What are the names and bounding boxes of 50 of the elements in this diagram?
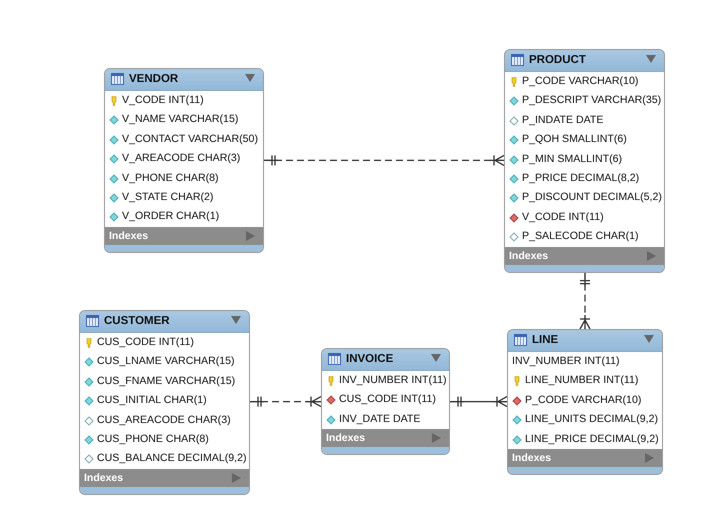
column-definition: P_DESCRIPT VARCHAR(35) <box>522 94 662 106</box>
entity-table <box>104 68 264 253</box>
indexes-label: Indexes <box>326 432 366 444</box>
table-name: VENDOR <box>129 73 178 85</box>
column-definition: P_CODE VARCHAR(10) <box>525 394 642 406</box>
column-definition: V_STATE CHAR(2) <box>122 190 214 203</box>
column-definition: CUS_INITIAL CHAR(1) <box>97 394 207 406</box>
relationship-line <box>449 396 508 408</box>
column-definition: INV_NUMBER INT(11) <box>512 355 620 367</box>
table-name: INVOICE <box>346 353 394 365</box>
entity-table <box>504 49 665 273</box>
column-definition: V_AREACODE CHAR(3) <box>122 152 240 164</box>
column-definition: LINE_UNITS DECIMAL(9,2) <box>525 413 658 426</box>
entity-table <box>79 310 250 495</box>
entity-table <box>507 329 663 475</box>
column-definition: V_PHONE CHAR(8) <box>122 172 219 184</box>
table-name: CUSTOMER <box>104 315 170 327</box>
column-definition: P_CODE VARCHAR(10) <box>522 75 638 87</box>
column-definition: CUS_AREACODE CHAR(3) <box>97 414 231 426</box>
column-definition: CUS_CODE INT(11) <box>97 336 194 348</box>
column-definition: CUS_LNAME VARCHAR(15) <box>97 355 235 368</box>
column-definition: P_SALECODE CHAR(1) <box>522 230 639 242</box>
indexes-label: Indexes <box>84 472 124 484</box>
column-definition: INV_NUMBER INT(11) <box>339 374 447 386</box>
column-definition: CUS_PHONE CHAR(8) <box>97 432 209 445</box>
column-definition: P_INDATE DATE <box>522 114 604 126</box>
table-name: PRODUCT <box>529 54 586 66</box>
column-definition: CUS_BALANCE DECIMAL(9,2) <box>97 452 247 464</box>
column-definition: V_CONTACT VARCHAR(50) <box>122 132 258 145</box>
column-definition: P_PRICE DECIMAL(8,2) <box>522 172 640 184</box>
column-definition: P_DISCOUNT DECIMAL(5,2) <box>522 191 662 204</box>
entity-table <box>321 348 450 456</box>
indexes-label: Indexes <box>509 250 548 262</box>
column-definition: P_QOH SMALLINT(6) <box>522 133 627 146</box>
column-definition: CUS_CODE INT(11) <box>339 393 436 406</box>
column-definition: INV_DATE DATE <box>339 412 420 425</box>
column-definition: LINE_PRICE DECIMAL(9,2) <box>525 432 659 445</box>
indexes-label: Indexes <box>109 230 148 242</box>
indexes-label: Indexes <box>512 452 552 464</box>
column-definition: V_CODE INT(11) <box>122 94 204 106</box>
relationship-line <box>249 396 322 408</box>
column-definition: P_MIN SMALLINT(6) <box>522 152 622 165</box>
table-name: LINE <box>532 334 558 346</box>
column-definition: V_CODE INT(11) <box>522 210 604 223</box>
relationship-line <box>579 272 591 330</box>
relationship-line <box>263 154 505 166</box>
column-definition: V_NAME VARCHAR(15) <box>122 113 238 126</box>
column-definition: CUS_FNAME VARCHAR(15) <box>97 374 236 387</box>
column-definition: V_ORDER CHAR(1) <box>122 210 220 222</box>
column-definition: LINE_NUMBER INT(11) <box>525 374 638 386</box>
